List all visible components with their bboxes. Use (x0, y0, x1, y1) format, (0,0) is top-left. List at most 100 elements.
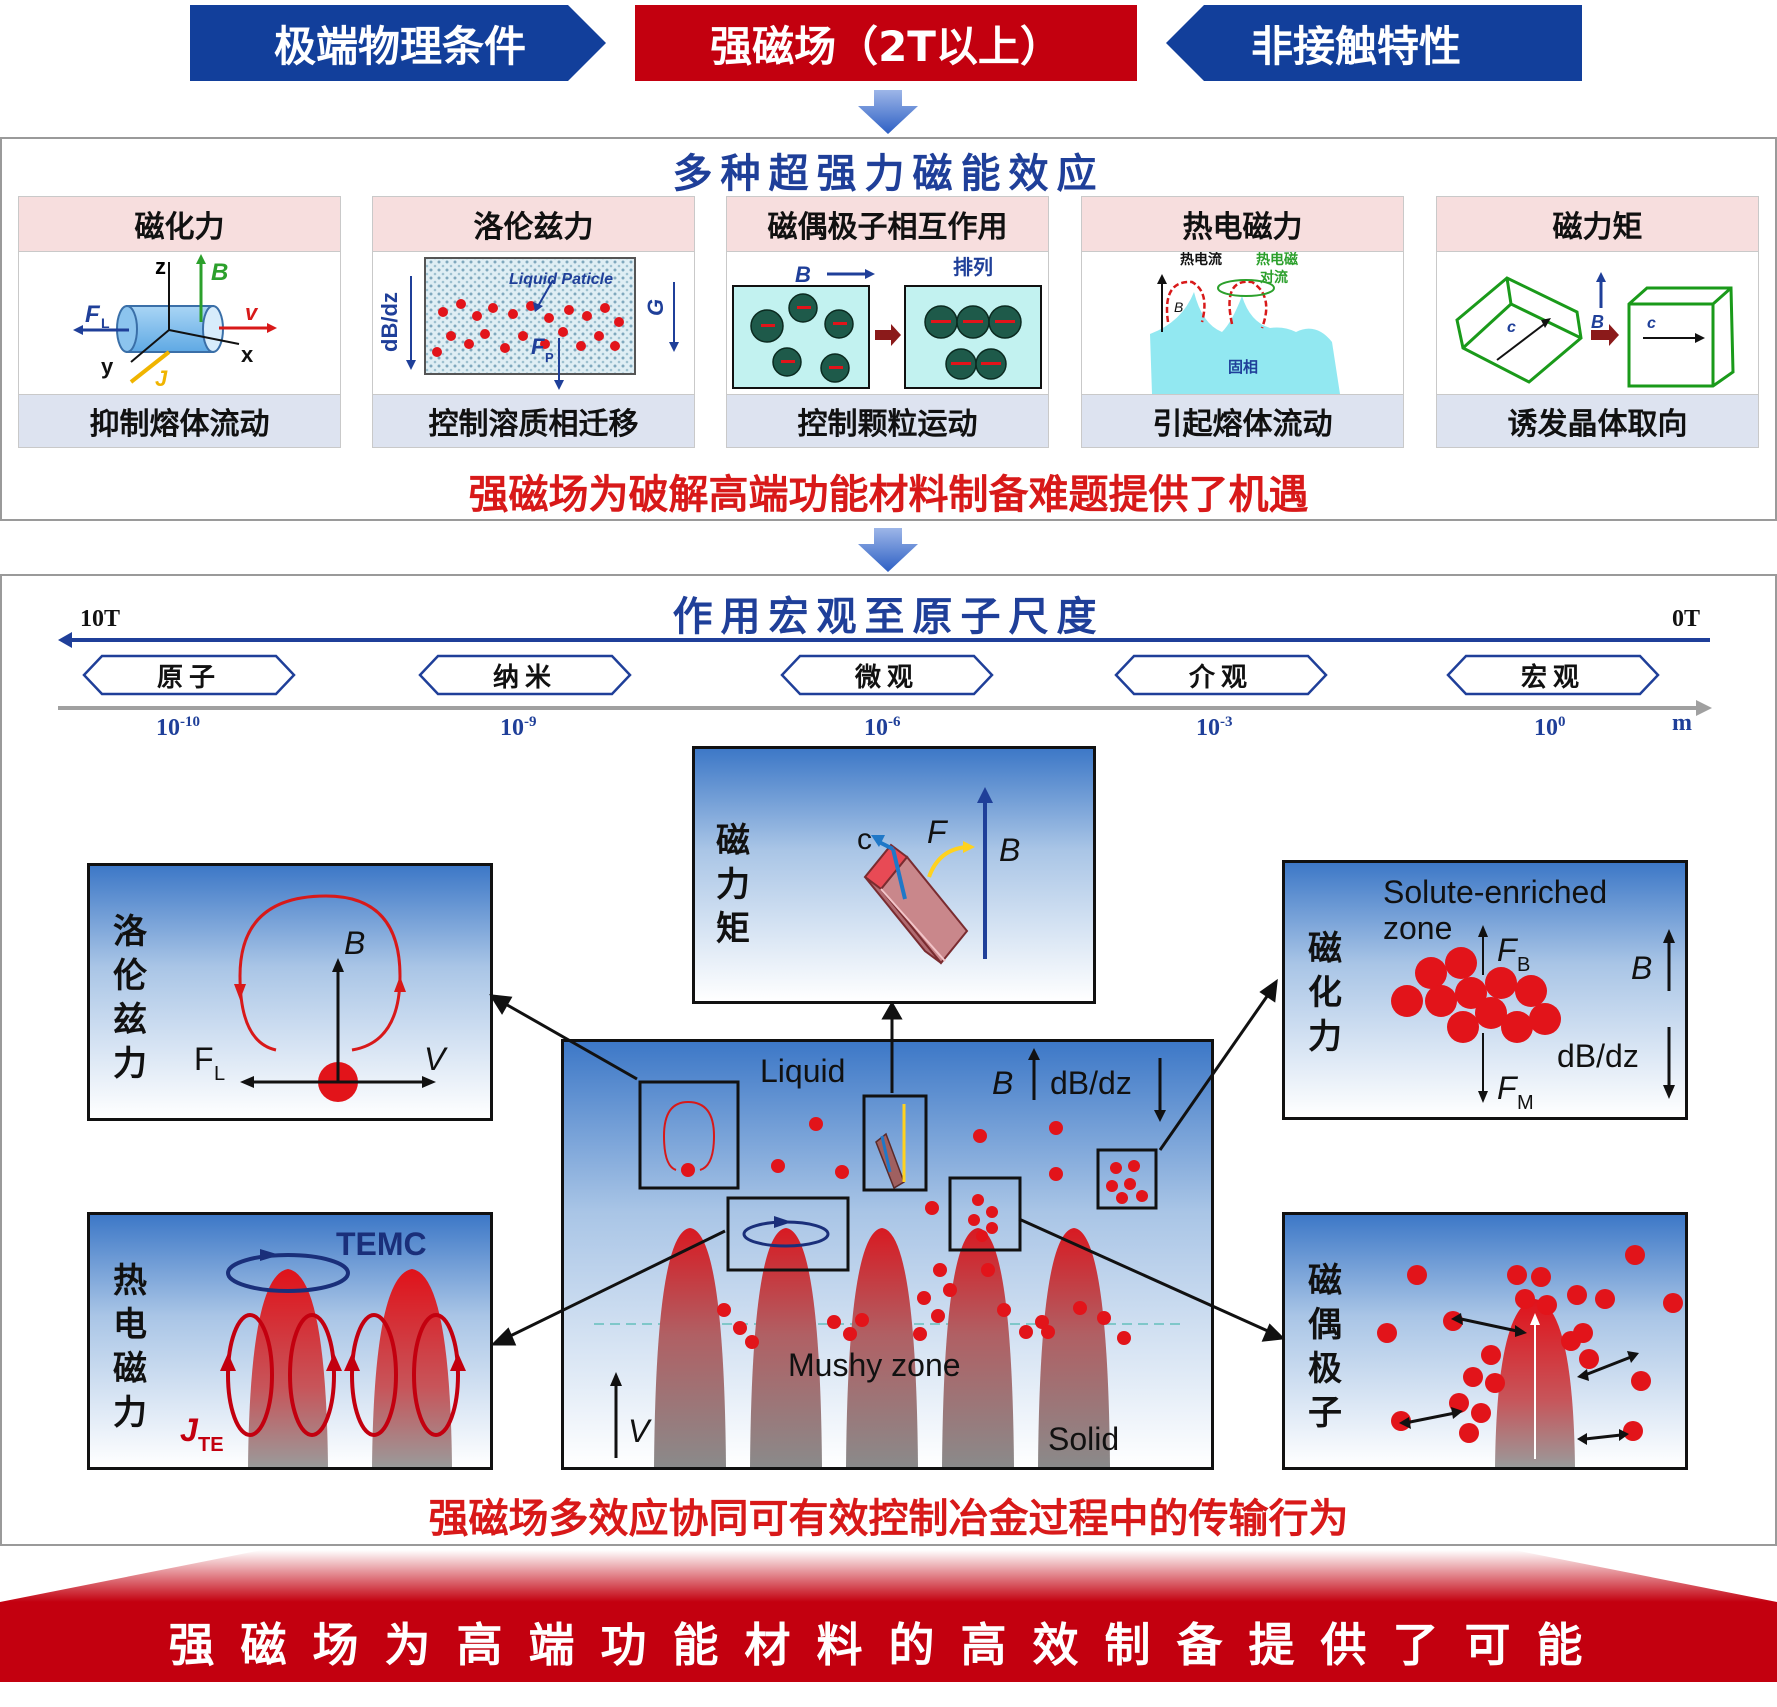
top-banner-center: 强磁场（2T以上） (635, 5, 1137, 81)
dipole-drawing (1377, 1245, 1683, 1467)
fp-label: F (531, 334, 545, 359)
fp-sub-label: P (545, 350, 554, 365)
tick-micro: 10-6 (864, 714, 901, 741)
torque-c2-label: c (1647, 315, 1656, 332)
inset-lorentz (638, 1080, 740, 1190)
bottom-banner: 强磁场为高端功能材料的高效制备提供了可能 (0, 1602, 1777, 1682)
field-left-label: 10T (80, 606, 121, 632)
top-banner-right: 非接触特性 (1166, 5, 1582, 81)
card-thermoelectric-foot: 引起熔体流动 (1081, 394, 1404, 448)
scale-chip-meso: 介观 (1114, 654, 1328, 696)
panel-torque-label: 磁力矩 (716, 821, 750, 949)
panel-thermoelectric: 热电磁力 TEMC J TE (87, 1212, 493, 1470)
torque-B-label: B (999, 832, 1020, 868)
mag-fm-label: F (1497, 1070, 1519, 1106)
tick-nano: 10-9 (500, 714, 537, 741)
dipole-b-label: B (795, 262, 811, 287)
card-lorentz-head: 洛伦兹力 (372, 196, 695, 252)
thermoelectric-drawing: TEMC J TE (180, 1226, 466, 1467)
label-v: v (245, 300, 259, 325)
panel-torque: 磁力矩 c F B (692, 746, 1096, 1004)
tick-meso: 10-3 (1196, 714, 1233, 741)
te-b-label: B (1174, 299, 1183, 315)
te-conv-2-label: 对流 (1260, 269, 1288, 285)
mag-fb-sub-label: B (1517, 954, 1530, 976)
lorentz-fl-sub-label: L (214, 1063, 225, 1085)
label-FL-sub: L (101, 315, 110, 331)
lorentz-v-label: V (424, 1041, 448, 1077)
label-B: B (211, 259, 228, 286)
lorentz-fl-label: F (194, 1041, 214, 1077)
cylinder-axes-diagram: z B F L v y x J (73, 254, 277, 391)
panel-magnetization-label: 磁化力 (1308, 929, 1342, 1057)
scale-title: 作用宏观至原子尺度 (672, 594, 1105, 640)
label-x: x (241, 342, 254, 367)
inset-dipole (948, 1176, 1022, 1252)
mag-zone-2-label: zone (1383, 910, 1452, 946)
down-arrow-icon (858, 528, 918, 572)
te-solid-label: 固相 (1228, 358, 1258, 376)
banner-left-text: 极端物理条件 (273, 21, 526, 71)
bottom-trapezoid-shape (0, 1550, 1777, 1602)
mag-fb-label: F (1497, 932, 1519, 968)
temc-label: TEMC (336, 1226, 427, 1262)
inset-magnetization (1096, 1148, 1158, 1210)
card-magnetization-body: z B F L v y x J (18, 252, 341, 394)
center-v-label: V (628, 1413, 652, 1449)
top-banner-left: 极端物理条件 (190, 5, 606, 81)
dipole-align-label: 排列 (953, 255, 993, 279)
te-current-label: 热电流 (1180, 252, 1222, 267)
scale-chip-atom: 原子 (82, 654, 296, 696)
scale-chip-nano: 纳米 (418, 654, 632, 696)
panel-thermoelectric-label: 热电磁力 (113, 1261, 147, 1433)
torque-b-label: B (1591, 312, 1604, 332)
torque-c-label: c (857, 823, 872, 856)
dipole-alignment-diagram: B 排列 (732, 255, 1042, 389)
center-solid-label: Solid (1048, 1421, 1119, 1457)
effects-conclusion: 强磁场为破解高端功能材料制备难题提供了机遇 (468, 472, 1309, 518)
magnetization-drawing: Solute-enriched zone F B F M B dB/dz (1383, 874, 1675, 1114)
down-arrow-icon (858, 90, 918, 134)
banner-arrow-left-shape (1166, 5, 1582, 81)
center-b-label: B (992, 1065, 1013, 1101)
tick-atom: 10-10 (156, 714, 200, 741)
synergy-text: 强磁场多效应协同可有效控制冶金过程中的传输行为 (428, 1496, 1349, 1542)
center-mushy-label: Mushy zone (788, 1347, 961, 1383)
scale-chip-macro: 宏观 (1446, 654, 1660, 696)
liquid-particle-label: Liquid Paticle (509, 271, 613, 288)
card-magnetization-head: 磁化力 (18, 196, 341, 252)
center-dbdz-label: dB/dz (1050, 1065, 1132, 1101)
red-particles (432, 299, 624, 357)
card-dipole-head: 磁偶极子相互作用 (726, 196, 1049, 252)
card-dipole-body: B 排列 (726, 252, 1049, 394)
inset-temc (726, 1196, 850, 1272)
panel-magnetization: 磁化力 Solute-enriched zone F B F M B dB/dz (1282, 860, 1688, 1120)
card-lorentz-body: Liquid Paticle dB/dz G F P (372, 252, 695, 394)
length-axis-arrow (1696, 700, 1712, 716)
mag-zone-1-label: Solute-enriched (1383, 874, 1607, 910)
center-drawing: Liquid B dB/dz Mushy zone Solid V (594, 1048, 1184, 1467)
panel-center: Liquid B dB/dz Mushy zone Solid V (561, 1039, 1214, 1470)
panel-dipole-label: 磁偶极子 (1308, 1261, 1342, 1433)
mag-dbdz-label: dB/dz (1557, 1038, 1639, 1074)
mag-fm-sub-label: M (1517, 1092, 1534, 1114)
banner-arrow-right-shape (190, 5, 606, 81)
lorentz-loop-drawing: B F L V (194, 894, 448, 1102)
scale-axes (58, 632, 1712, 716)
label-FL: F (85, 301, 101, 328)
thermoelectric-convection-diagram: 热电流 热电磁 对流 B 固相 (1150, 251, 1340, 394)
card-lorentz-foot: 控制溶质相迁移 (372, 394, 695, 448)
dbdz-label: dB/dz (377, 292, 402, 352)
scale-chip-micro: 微观 (780, 654, 994, 696)
card-torque-head: 磁力矩 (1436, 196, 1759, 252)
crystal-orientation-diagram: c B c (1455, 272, 1735, 388)
torque-c1-label: c (1507, 319, 1516, 336)
card-magnetization-foot: 抑制熔体流动 (18, 394, 341, 448)
jte-label: J (180, 1412, 199, 1448)
inset-torque (862, 1094, 928, 1192)
panel-dipole: 磁偶极子 (1282, 1212, 1688, 1470)
label-J: J (155, 366, 168, 391)
card-torque-body: c B c (1436, 252, 1759, 394)
jte-sub-label: TE (198, 1434, 224, 1456)
label-y: y (101, 354, 114, 379)
